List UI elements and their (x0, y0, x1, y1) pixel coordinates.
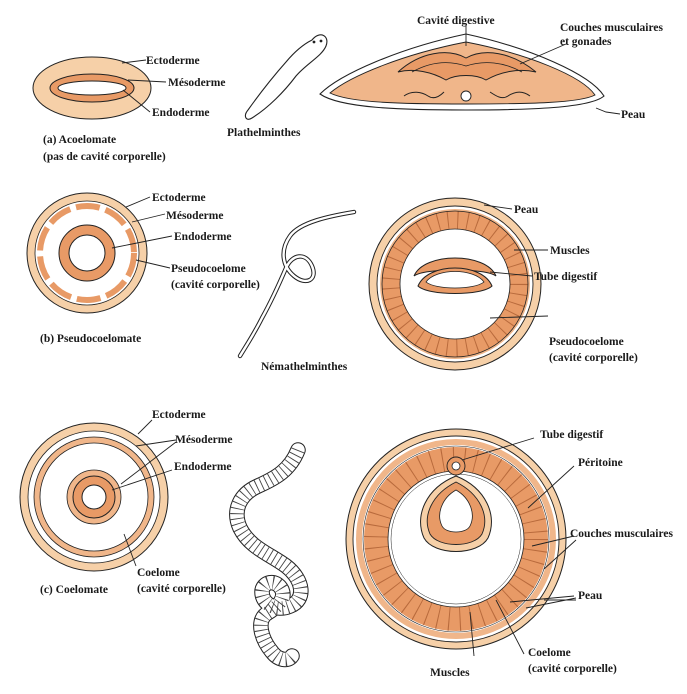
label-couches-musculaires-c: Couches musculaires (570, 528, 673, 540)
caption-acoelomate-sub: (pas de cavité corporelle) (43, 151, 166, 163)
label-tube-digestif-b: Tube digestif (534, 271, 597, 283)
label-peau-a: Peau (621, 109, 646, 121)
flatworm-illustration (244, 34, 328, 120)
label-endoderm-b: Endoderme (174, 231, 232, 243)
label-cavite-digestive: Cavité digestive (417, 15, 495, 27)
roundworm-cross-section (368, 197, 542, 371)
pseudocoelomate-section: Ectoderme Mésoderme Endoderme Pseudocoel… (26, 192, 638, 373)
label-mesoderm-b: Mésoderme (166, 210, 223, 222)
coelomate-section: Ectoderme Mésoderme Endoderme Coelome (c… (19, 409, 673, 679)
label-muscles-c: Muscles (430, 667, 470, 679)
label-couches-musculaires-a: Couches musculaires (560, 22, 663, 34)
label-tube-digestif-c: Tube digestif (540, 429, 603, 441)
flatworm-cross-section (319, 33, 605, 111)
label-ectoderm-a: Ectoderme (146, 55, 200, 67)
label-endoderm-c: Endoderme (174, 461, 232, 473)
acoelomate-schematic (32, 56, 152, 120)
label-ectoderm-b: Ectoderme (152, 192, 206, 204)
label-coelome-c2: Coelome (528, 647, 571, 659)
label-peau-b: Peau (514, 204, 539, 216)
label-cavite-b: (cavité corporelle) (171, 279, 260, 291)
caption-pseudocoelomate: (b) Pseudocoelomate (40, 333, 141, 345)
label-pseudocoelome-b: Pseudocoelome (171, 263, 246, 275)
label-peau-c: Peau (578, 590, 603, 602)
label-cavite-c: (cavité corporelle) (137, 583, 226, 595)
label-cavite-b2: (cavité corporelle) (549, 352, 638, 364)
earthworm-illustration (229, 442, 309, 668)
caption-coelomate: (c) Coelomate (40, 584, 108, 596)
acoelomate-section: Ectoderme Mésoderme Endoderme (a) Acoelo… (32, 15, 663, 163)
label-mesoderm-c: Mésoderme (175, 434, 232, 446)
caption-acoelomate: (a) Acoelomate (43, 134, 116, 146)
label-muscles-b: Muscles (550, 245, 590, 257)
pseudocoelomate-schematic (26, 192, 148, 314)
label-nemathelminthes: Némathelminthes (261, 361, 348, 373)
label-endoderm-a: Endoderme (152, 107, 210, 119)
earthworm-cross-section (345, 428, 567, 650)
label-peritoine: Péritoine (578, 457, 623, 469)
label-gonades: et gonades (560, 36, 612, 48)
label-coelome-c: Coelome (137, 567, 180, 579)
label-pseudocoelome-b2: Pseudocoelome (549, 336, 624, 348)
roundworm-illustration (237, 209, 357, 359)
label-mesoderm-a: Mésoderme (168, 77, 225, 89)
label-plathelminthes: Plathelminthes (227, 127, 301, 139)
coelomate-schematic (19, 422, 169, 572)
label-ectoderm-c: Ectoderme (152, 409, 206, 421)
label-cavite-c2: (cavité corporelle) (528, 663, 617, 675)
